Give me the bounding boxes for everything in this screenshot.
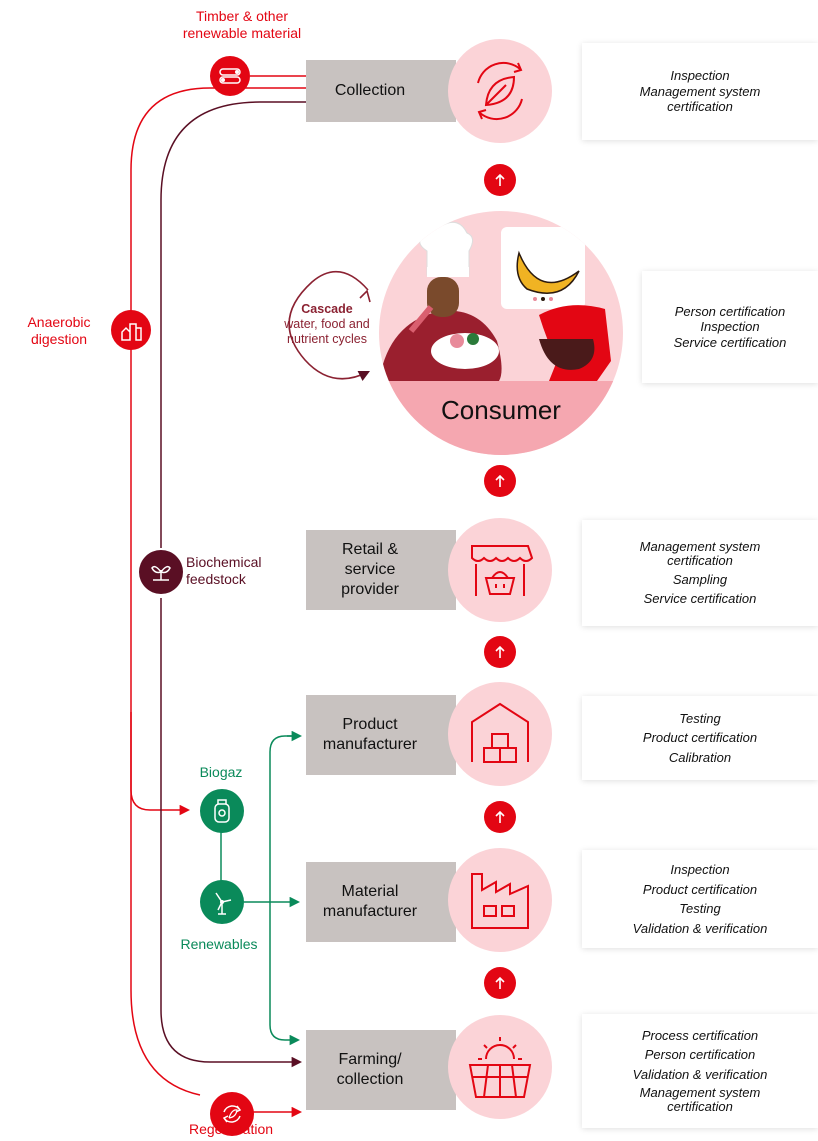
service-item: Calibration <box>668 749 732 765</box>
flow-arrow-up <box>484 164 516 196</box>
flow-arrow-up <box>484 801 516 833</box>
biogaz-label: Biogaz <box>199 764 243 780</box>
service-item: Person certification <box>674 303 786 319</box>
stage-box-collection: Collection <box>306 60 456 122</box>
arrow-up-icon <box>495 173 505 186</box>
stage-circle-material-manufacturer <box>448 848 552 952</box>
regeneration-label: Regeneration <box>188 1121 274 1137</box>
service-item: Service certification <box>673 334 787 350</box>
cascade-title: Cascade <box>301 302 353 316</box>
service-item: Validation & verification <box>632 1066 768 1082</box>
service-card-farming: Process certification Person certificati… <box>582 1014 818 1128</box>
service-item: Management system certification <box>639 1085 761 1115</box>
renewables-node <box>200 880 244 924</box>
stage-label-collection: Collection <box>334 82 406 99</box>
stage-label-material-manufacturer: Material manufacturer <box>322 883 418 920</box>
service-item: Process certification <box>641 1027 759 1043</box>
service-item: Inspection <box>700 319 760 335</box>
logs-icon <box>219 68 241 84</box>
service-item: Inspection <box>670 68 730 84</box>
service-card-collection: Inspection Management system certificati… <box>582 43 818 140</box>
renewables-label: Renewables <box>180 936 258 952</box>
stage-circle-collection <box>448 39 552 143</box>
service-item: Validation & verification <box>632 920 768 936</box>
flow-arrow-up <box>484 967 516 999</box>
shop-basket-icon <box>471 545 534 596</box>
service-item: Testing <box>679 710 721 726</box>
service-item: Product certification <box>642 730 758 746</box>
recycle-leaf-icon <box>477 62 523 120</box>
regeneration-node <box>210 1092 254 1136</box>
service-item: Inspection <box>670 862 730 877</box>
timber-label: Timber & other renewable material <box>182 8 302 41</box>
chef-illustration <box>379 221 611 381</box>
service-card-product-manufacturer: Testing Product certification Calibratio… <box>582 696 818 780</box>
stage-box-material-manufacturer: Material manufacturer <box>306 862 456 942</box>
biochemical-label: Biochemical feedstock <box>186 554 262 587</box>
stage-label-product-manufacturer: Product manufacturer <box>322 716 418 753</box>
stage-circle-product-manufacturer <box>448 682 552 786</box>
service-item: Sampling <box>672 571 728 587</box>
consumer-circle: Consumer <box>379 211 623 455</box>
cascade-text: water, food and nutrient cycles <box>284 317 370 346</box>
service-item: Person certification <box>644 1047 756 1063</box>
flow-arrow-up <box>484 636 516 668</box>
flow-arrow-up <box>484 465 516 497</box>
arrow-up-icon <box>495 645 505 658</box>
biochemical-node <box>139 550 183 594</box>
warehouse-boxes-icon <box>471 702 529 763</box>
stage-circle-retail <box>448 518 552 622</box>
sprout-icon <box>151 565 171 581</box>
biogaz-node <box>200 789 244 833</box>
stage-circle-farming <box>448 1015 552 1119</box>
arrow-up-icon <box>495 976 505 989</box>
anaerobic-node <box>111 310 151 350</box>
cascade-label: Cascade water, food and nutrient cycles <box>284 302 370 347</box>
service-item: Testing <box>679 901 721 916</box>
timber-node <box>210 56 250 96</box>
service-card-retail: Management system certification Sampling… <box>582 520 818 626</box>
arrow-up-icon <box>495 810 505 823</box>
gas-bottle-icon <box>214 799 230 823</box>
service-item: Management system certification <box>639 83 761 115</box>
arrow-up-icon <box>495 474 505 487</box>
anaerobic-label: Anaerobic digestion <box>27 314 91 347</box>
stage-label-retail: Retail & service provider <box>341 541 399 598</box>
service-item: Management system certification <box>639 538 761 568</box>
stage-box-product-manufacturer: Product manufacturer <box>306 695 456 775</box>
stage-label-farming: Farming/ collection <box>336 1051 404 1088</box>
service-card-material-manufacturer: Inspection Product certification Testing… <box>582 850 818 948</box>
consumer-band <box>379 381 623 455</box>
stage-box-retail: Retail & service provider <box>306 530 456 610</box>
sun-field-icon <box>468 1037 532 1098</box>
wind-turbine-icon <box>215 892 232 915</box>
service-card-consumer: Person certification Inspection Service … <box>642 271 818 383</box>
service-item: Product certification <box>642 881 758 897</box>
factory-icon <box>471 873 529 929</box>
regeneration-icon <box>222 1105 242 1123</box>
digester-icon <box>121 323 142 341</box>
stage-box-farming: Farming/ collection <box>306 1030 456 1110</box>
consumer-label: Consumer <box>441 395 561 425</box>
service-item: Service certification <box>643 591 757 606</box>
